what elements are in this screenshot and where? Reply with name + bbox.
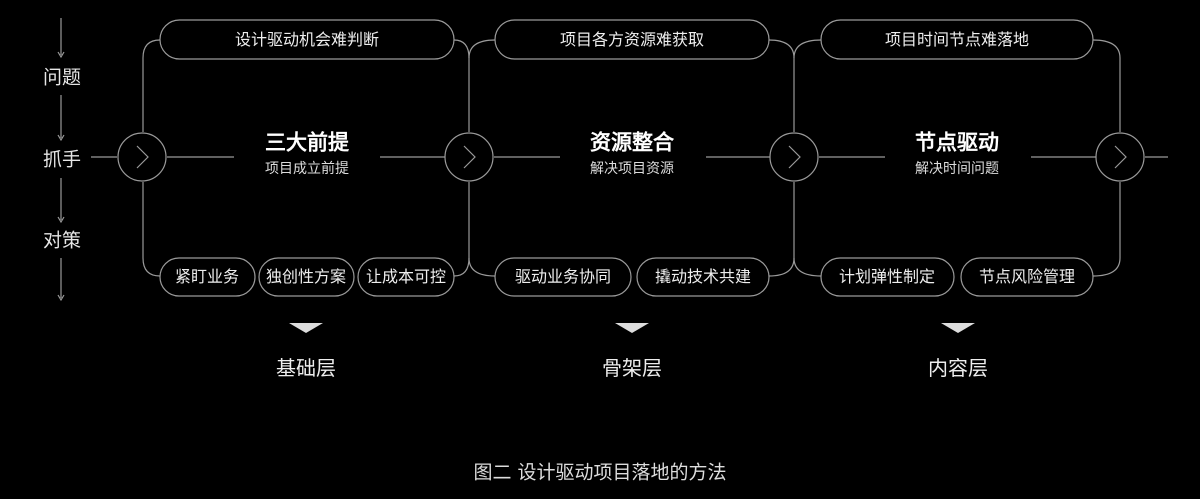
figure-caption: 图二 设计驱动项目落地的方法 (473, 461, 727, 484)
column-subtitle: 解决项目资源 (590, 161, 674, 177)
triangle-down-icon (941, 323, 975, 333)
layer-markers (289, 323, 975, 333)
side-label-countermeasure: 对策 (42, 229, 82, 252)
tactic-label: 紧盯业务 (174, 267, 240, 286)
chevron-right-icon (769, 132, 819, 182)
column-subtitle: 项目成立前提 (265, 161, 349, 177)
chevron-right-icon (444, 132, 494, 182)
tactic-label: 驱动业务协同 (514, 267, 612, 286)
layer-label: 骨架层 (602, 356, 662, 380)
problem-label: 项目各方资源难获取 (559, 30, 705, 49)
triangle-down-icon (289, 323, 323, 333)
problem-pills (159, 19, 1094, 60)
tactic-pills (159, 257, 1094, 297)
column-subtitle: 解决时间问题 (915, 161, 999, 177)
side-arrows (57, 18, 65, 302)
column-title: 节点驱动 (915, 130, 999, 155)
layer-label: 基础层 (276, 356, 336, 380)
tactic-label: 节点风险管理 (978, 267, 1076, 286)
tactic-label: 计划弹性制定 (838, 267, 936, 286)
tactic-label: 独创性方案 (265, 267, 347, 286)
tactic-label: 让成本可控 (365, 267, 447, 286)
triangle-down-icon (615, 323, 649, 333)
layer-label: 内容层 (928, 356, 988, 380)
column-title: 三大前提 (265, 130, 349, 155)
side-label-lever: 抓手 (42, 148, 82, 171)
tactic-label: 撬动技术共建 (654, 267, 752, 286)
column-frames (142, 39, 1121, 277)
chevron-right-icon (117, 132, 167, 182)
chevron-right-icon (1095, 132, 1145, 182)
problem-label: 项目时间节点难落地 (884, 30, 1030, 49)
side-label-problem: 问题 (42, 66, 82, 89)
column-title: 资源整合 (590, 130, 674, 155)
flow-nodes (117, 132, 1145, 182)
problem-label: 设计驱动机会难判断 (234, 30, 380, 49)
